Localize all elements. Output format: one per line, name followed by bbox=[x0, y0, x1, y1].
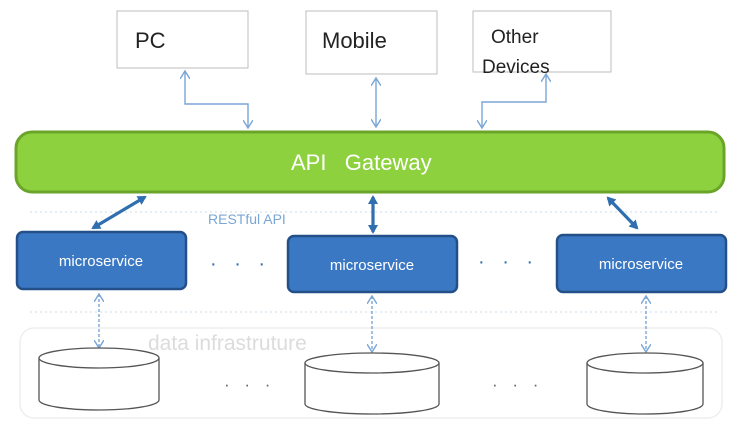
other-devices-label-line1: Other bbox=[491, 27, 539, 48]
database-cylinder-2 bbox=[304, 352, 440, 415]
microservice-box-2 bbox=[286, 234, 459, 294]
pc-label: PC bbox=[135, 28, 166, 53]
database-cylinder-1 bbox=[38, 347, 160, 411]
service-ellipsis-1: · · · bbox=[210, 253, 271, 275]
mobile-box bbox=[305, 10, 438, 75]
other-devices-gateway-arrow bbox=[482, 74, 546, 128]
microservice-label-2: microservice bbox=[330, 257, 414, 274]
database-ellipsis-2: · · · bbox=[492, 375, 543, 394]
microservice-label-1: microservice bbox=[59, 253, 143, 270]
database-cylinder-3 bbox=[586, 352, 704, 415]
api-gateway-label: API Gateway bbox=[291, 150, 432, 175]
microservice-box-1 bbox=[15, 230, 188, 291]
pc-gateway-arrow bbox=[185, 71, 248, 128]
mobile-label: Mobile bbox=[322, 28, 387, 53]
microservice-label-3: microservice bbox=[599, 256, 683, 273]
data-infrastructure-label: data infrastruture bbox=[148, 332, 307, 355]
microservice-box-3 bbox=[555, 233, 728, 294]
service-ellipsis-2: · · · bbox=[478, 251, 539, 273]
api-gateway-bar bbox=[14, 130, 726, 194]
other-devices-label-line2: Devices bbox=[482, 57, 550, 78]
pc-box bbox=[116, 10, 249, 69]
database-ellipsis-1: · · · bbox=[224, 375, 275, 394]
gateway-service-arrow-3 bbox=[606, 196, 639, 230]
restful-api-label: RESTful API bbox=[208, 211, 286, 227]
gateway-service-arrow-1 bbox=[91, 195, 147, 230]
other-devices-box bbox=[472, 10, 612, 73]
